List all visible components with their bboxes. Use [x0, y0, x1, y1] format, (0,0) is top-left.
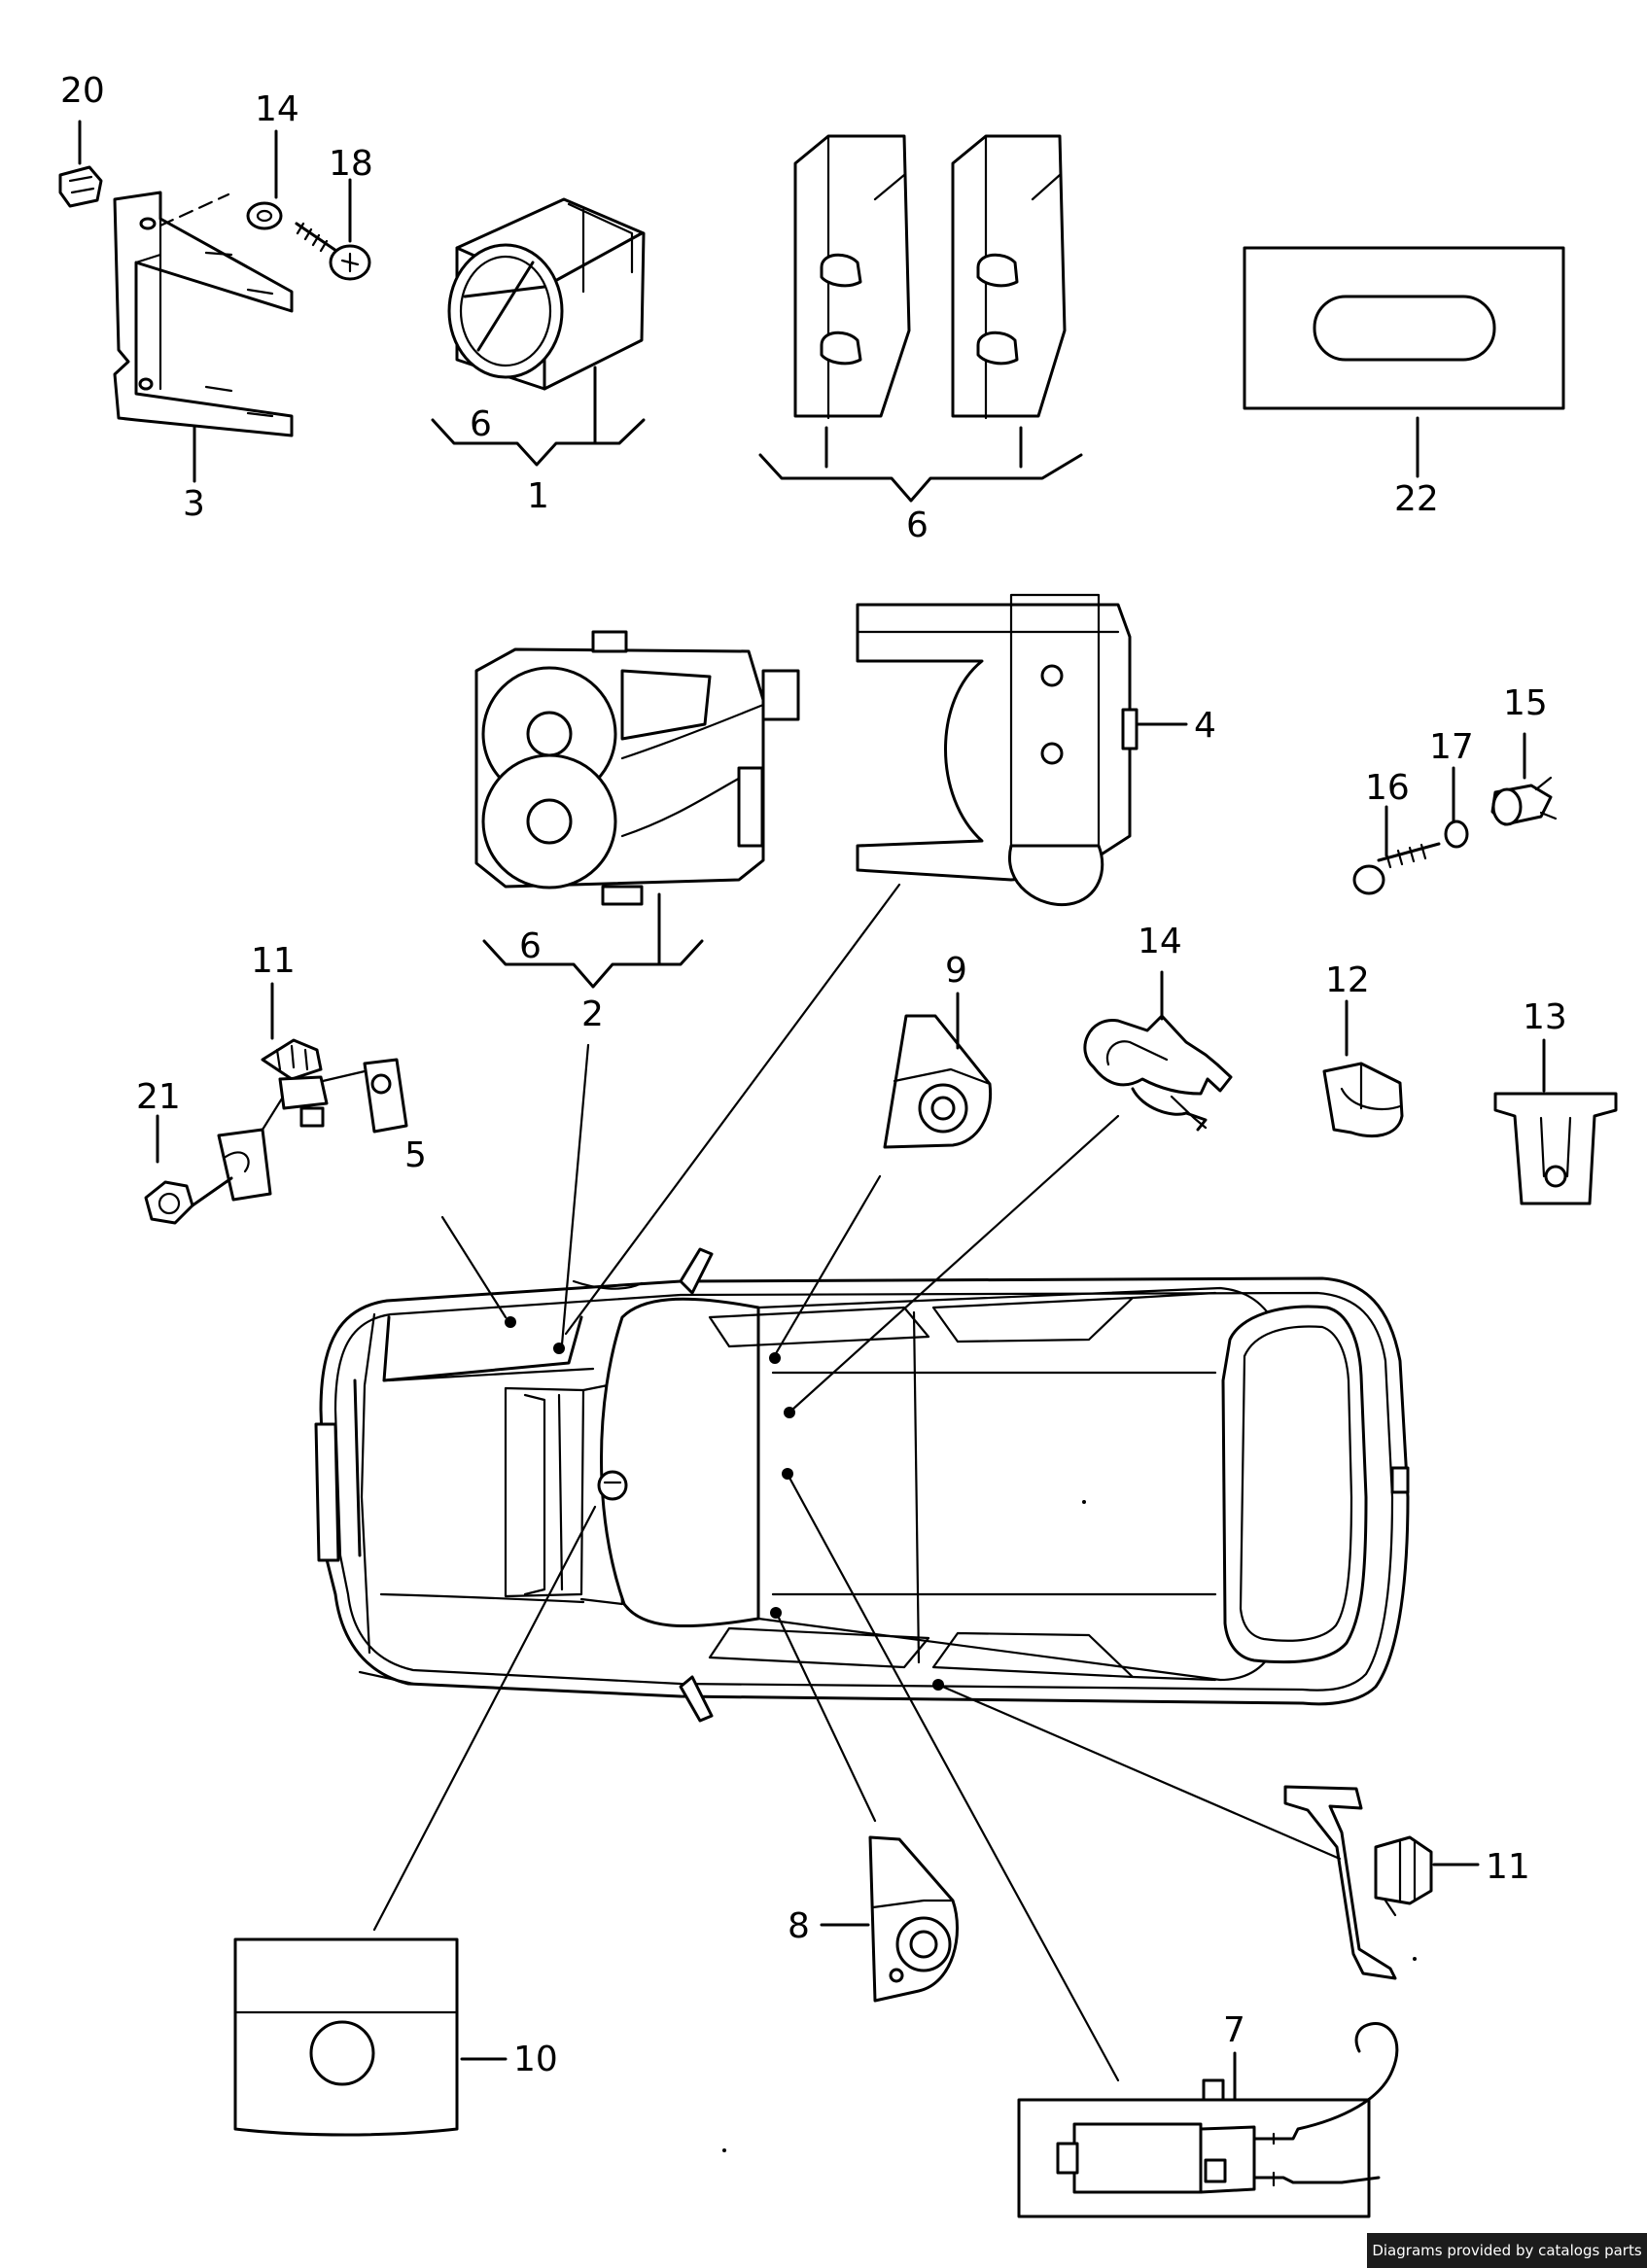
- part-8-bracket: [820, 1835, 960, 2003]
- leader-lines: [372, 883, 1342, 2082]
- part-9-bracket: [883, 992, 993, 1149]
- callout-13: 13: [1523, 997, 1567, 1037]
- callout-15: 15: [1503, 683, 1548, 723]
- part-14-washer: [246, 129, 283, 230]
- callout-4: 4: [1194, 706, 1216, 746]
- callout-16: 16: [1365, 768, 1410, 808]
- part-18-screw: [295, 178, 371, 281]
- part-2-relay: [474, 630, 800, 989]
- callout-7: 7: [1223, 2010, 1245, 2050]
- callout-2: 2: [581, 994, 604, 1034]
- callout-17: 17: [1429, 727, 1474, 767]
- callout-14-middle: 14: [1138, 922, 1182, 961]
- part-12-clip: [1322, 999, 1404, 1138]
- part-10-pad: [233, 1937, 508, 2137]
- callout-12: 12: [1325, 960, 1370, 1000]
- callout-5: 5: [404, 1135, 427, 1175]
- callout-6-middle: 6: [519, 926, 542, 966]
- callout-6-top-left: 6: [470, 404, 492, 444]
- part-15-16-17-fastener: [1352, 732, 1558, 895]
- callout-1: 1: [527, 476, 549, 516]
- callout-14-top: 14: [255, 89, 299, 129]
- part-20-clip: [58, 120, 103, 208]
- part-4-bracket: [856, 593, 1188, 907]
- part-14-clip: [1083, 970, 1233, 1132]
- callout-8: 8: [788, 1906, 810, 1946]
- callout-11-right: 11: [1486, 1847, 1530, 1887]
- part-13-clip: [1493, 1038, 1618, 1205]
- part-6-relay-carriers: [758, 134, 1083, 503]
- callout-6-top: 6: [906, 506, 929, 545]
- callout-20: 20: [60, 71, 105, 111]
- part-11-bracket-right: [1283, 1785, 1480, 1980]
- part-1-relay: [431, 197, 646, 467]
- callout-10: 10: [513, 2040, 558, 2079]
- part-3-bracket: [113, 191, 294, 483]
- callout-3: 3: [183, 484, 205, 524]
- part-22-pad: [1243, 246, 1565, 478]
- callout-22: 22: [1394, 479, 1439, 519]
- callout-11-left: 11: [251, 941, 296, 981]
- callout-9: 9: [945, 951, 967, 991]
- part-7-sensor: [1017, 2022, 1399, 2218]
- credit-badge: Diagrams provided by catalogs parts: [1367, 2233, 1647, 2268]
- part-11-sensor-left: [144, 982, 408, 1225]
- callout-18: 18: [329, 144, 373, 184]
- vehicle-top-view: [314, 1247, 1410, 1723]
- callout-21: 21: [136, 1077, 181, 1117]
